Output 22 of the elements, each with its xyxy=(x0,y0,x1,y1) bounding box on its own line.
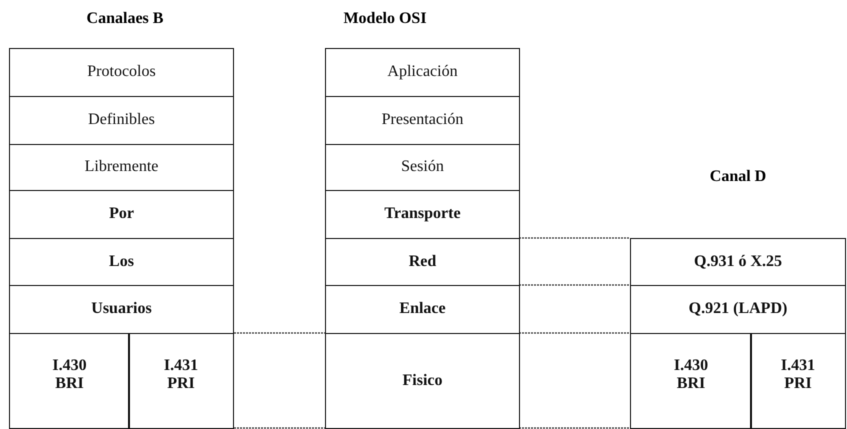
column-heading: Modelo OSI xyxy=(343,10,427,28)
layer-cell: I.430 BRI xyxy=(9,333,130,429)
layer-cell: Q.931 ó X.25 xyxy=(630,238,846,286)
layer-cell: Presentación xyxy=(325,96,520,145)
layer-cell: Enlace xyxy=(325,285,520,334)
column-heading: Canal D xyxy=(710,168,766,186)
layer-cell: Por xyxy=(9,190,234,239)
layer-cell: Usuarios xyxy=(9,285,234,334)
layer-cell: Protocolos xyxy=(9,48,234,97)
layer-cell: Red xyxy=(325,238,520,286)
layer-cell: Los xyxy=(9,238,234,286)
layer-cell: I.430 BRI xyxy=(630,333,752,429)
layer-cell: I.431 PRI xyxy=(750,333,846,429)
layer-cell: Aplicación xyxy=(325,48,520,97)
layer-cell: Libremente xyxy=(9,144,234,191)
layer-cell: Sesión xyxy=(325,144,520,191)
layer-cell: Q.921 (LAPD) xyxy=(630,285,846,334)
layer-cell: Fisico xyxy=(325,333,520,429)
layer-cell: I.431 PRI xyxy=(128,333,234,429)
column-heading: Canalaes B xyxy=(86,10,164,28)
layer-cell: Transporte xyxy=(325,190,520,239)
layer-cell: Definibles xyxy=(9,96,234,145)
